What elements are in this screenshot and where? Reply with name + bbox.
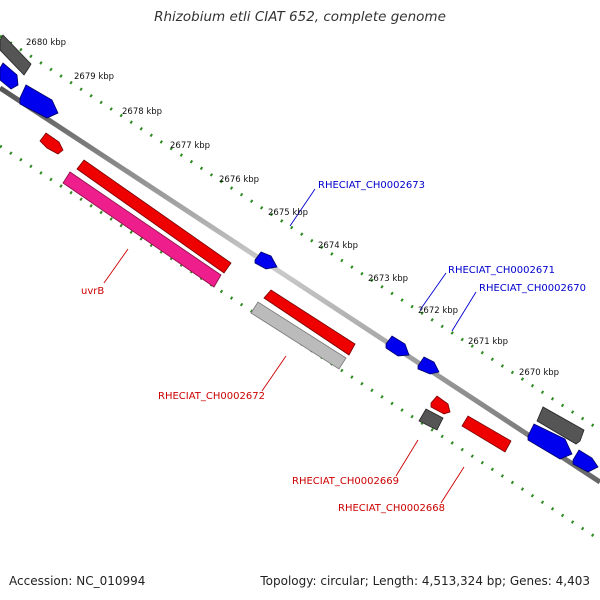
tick-label-2679: 2679 kbp <box>74 72 114 82</box>
tick-label-2670: 2670 kbp <box>519 368 559 378</box>
gene-reverse-2672[interactable] <box>263 289 356 356</box>
kbp-labels: 2680 kbp 2679 kbp 2678 kbp 2677 kbp 2676… <box>26 38 559 378</box>
gene-forward-2669c[interactable] <box>572 449 599 473</box>
genome-backbone <box>0 85 600 485</box>
tick-label-2678: 2678 kbp <box>122 107 162 117</box>
tick-label-2674: 2674 kbp <box>318 241 358 251</box>
gene-label[interactable]: uvrB <box>81 286 104 297</box>
gene-forward-2680a[interactable] <box>0 62 19 90</box>
gene-label[interactable]: RHECIAT_CH0002672 <box>158 391 265 402</box>
gene-forward-2671[interactable] <box>385 335 410 357</box>
gene-label[interactable]: RHECIAT_CH0002670 <box>479 283 586 294</box>
callout-lines <box>103 188 477 504</box>
tick-label-2680: 2680 kbp <box>26 38 66 48</box>
gene-forward-2669b[interactable] <box>527 423 573 460</box>
gene-label[interactable]: RHECIAT_CH0002669 <box>292 476 399 487</box>
gene-forward-2679[interactable] <box>19 84 59 119</box>
tick-label-2672: 2672 kbp <box>418 306 458 316</box>
tick-label-2677: 2677 kbp <box>170 141 210 151</box>
accession-text: Accession: NC_010994 <box>9 574 146 588</box>
scale-dots-outer <box>0 34 600 432</box>
gene-reverse-2669a[interactable] <box>430 395 451 415</box>
tick-label-2673: 2673 kbp <box>368 274 408 284</box>
gene-label[interactable]: RHECIAT_CH0002671 <box>448 265 555 276</box>
gene-forward-2670[interactable] <box>417 356 440 375</box>
gene-rna-2669[interactable] <box>536 406 585 445</box>
gene-name-labels: RHECIAT_CH0002673 RHECIAT_CH0002671 RHEC… <box>81 180 586 514</box>
gene-reverse-2668[interactable] <box>461 415 512 453</box>
gene-pseudo-2672[interactable] <box>250 301 347 370</box>
genome-summary-text: Topology: circular; Length: 4,513,324 bp… <box>260 574 590 588</box>
gene-uvrB[interactable] <box>62 171 222 288</box>
map-title: Rhizobium etli CIAT 652, complete genome <box>154 9 446 25</box>
tick-label-2675: 2675 kbp <box>268 208 308 218</box>
gene-label[interactable]: RHECIAT_CH0002673 <box>318 180 425 191</box>
tick-label-2671: 2671 kbp <box>468 337 508 347</box>
gene-reverse-large[interactable] <box>76 159 232 274</box>
gene-forward-2673[interactable] <box>254 251 278 270</box>
gene-rna-2680[interactable] <box>0 34 32 76</box>
gene-reverse-2678[interactable] <box>39 132 64 155</box>
gene-rna-2669[interactable] <box>418 408 444 431</box>
gene-label[interactable]: RHECIAT_CH0002668 <box>338 503 445 514</box>
tick-label-2676: 2676 kbp <box>219 175 259 185</box>
